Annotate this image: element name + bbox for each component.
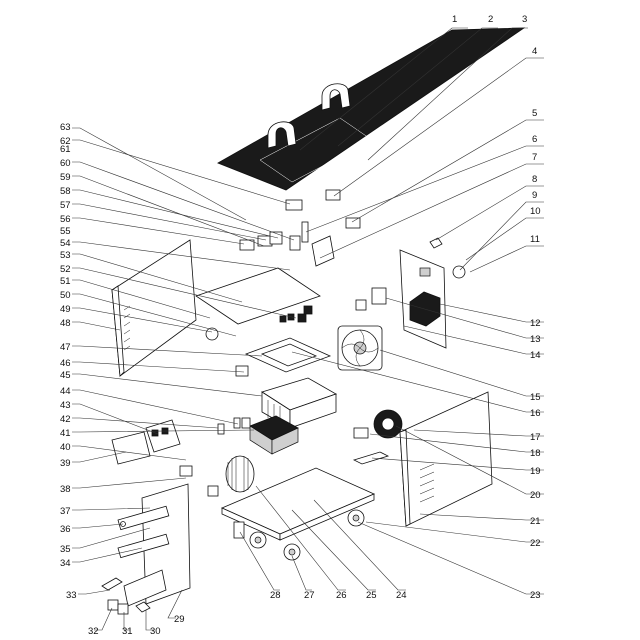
callout-45: 45 <box>60 370 71 381</box>
callout-7: 7 <box>532 152 537 163</box>
rear-panel <box>399 249 447 349</box>
callout-63: 63 <box>60 122 71 133</box>
callout-56: 56 <box>60 214 71 225</box>
callout-59: 59 <box>60 172 71 183</box>
callout-25: 25 <box>366 590 377 601</box>
callout-29: 29 <box>174 614 185 625</box>
callout-22: 22 <box>530 538 541 549</box>
middle-plate <box>244 337 332 373</box>
callout-4: 4 <box>532 46 537 57</box>
callout-21: 21 <box>530 516 541 527</box>
callout-27: 27 <box>304 590 315 601</box>
callout-9: 9 <box>532 190 537 201</box>
callout-10: 10 <box>530 206 541 217</box>
front-panel-inset <box>123 569 167 607</box>
callout-40: 40 <box>60 442 71 453</box>
callout-60: 60 <box>60 158 71 169</box>
callout-13: 13 <box>530 334 541 345</box>
callout-47: 47 <box>60 342 71 353</box>
callout-36: 36 <box>60 524 71 535</box>
leader-lines <box>72 27 544 631</box>
small-plate <box>111 431 151 465</box>
callout-18: 18 <box>530 448 541 459</box>
callout-19: 19 <box>530 466 541 477</box>
callout-31: 31 <box>122 626 133 637</box>
callout-51: 51 <box>60 276 71 287</box>
callout-46: 46 <box>60 358 71 369</box>
upper-board <box>195 231 321 325</box>
callout-61: 61 <box>60 144 71 155</box>
right-side-panel <box>399 391 493 527</box>
callout-26: 26 <box>336 590 347 601</box>
callout-12: 12 <box>530 318 541 329</box>
callout-11: 11 <box>530 234 540 245</box>
callout-32: 32 <box>88 626 99 637</box>
heat-sink-lower <box>249 415 299 455</box>
top-cover <box>217 27 526 191</box>
callout-8: 8 <box>532 174 537 185</box>
callout-33: 33 <box>66 590 77 601</box>
cooling-fan <box>337 325 383 371</box>
callout-54: 54 <box>60 238 71 249</box>
callout-41: 41 <box>60 428 71 439</box>
callout-58: 58 <box>60 186 71 197</box>
callout-44: 44 <box>60 386 71 397</box>
callout-15: 15 <box>530 392 541 403</box>
callout-43: 43 <box>60 400 71 411</box>
callout-30: 30 <box>150 626 161 637</box>
callout-35: 35 <box>60 544 71 555</box>
callout-38: 38 <box>60 484 71 495</box>
callout-55: 55 <box>60 226 71 237</box>
callout-1: 1 <box>452 14 457 25</box>
callout-53: 53 <box>60 250 71 261</box>
transformer <box>225 455 255 493</box>
callout-6: 6 <box>532 134 537 145</box>
callout-3: 3 <box>522 14 527 25</box>
callout-49: 49 <box>60 304 71 315</box>
callout-17: 17 <box>530 432 541 443</box>
base-plate <box>221 467 375 541</box>
callout-57: 57 <box>60 200 71 211</box>
callout-14: 14 <box>530 350 541 361</box>
callout-24: 24 <box>396 590 407 601</box>
callout-52: 52 <box>60 264 71 275</box>
callout-23: 23 <box>530 590 541 601</box>
callout-34: 34 <box>60 558 71 569</box>
callout-42: 42 <box>60 414 71 425</box>
callout-37: 37 <box>60 506 71 517</box>
callout-62: 62 <box>60 136 71 147</box>
callout-39: 39 <box>60 458 71 469</box>
callout-20: 20 <box>530 490 541 501</box>
callout-28: 28 <box>270 590 281 601</box>
callout-16: 16 <box>530 408 541 419</box>
callout-2: 2 <box>488 14 493 25</box>
small-components <box>101 189 466 615</box>
callout-50: 50 <box>60 290 71 301</box>
wheels <box>249 509 365 561</box>
callout-numbers: 1 2 3 4 5 6 7 8 9 10 11 12 13 14 15 16 1… <box>60 14 541 637</box>
rotary-switch <box>373 409 403 439</box>
left-side-panel <box>111 239 197 377</box>
callout-48: 48 <box>60 318 71 329</box>
callout-5: 5 <box>532 108 537 119</box>
